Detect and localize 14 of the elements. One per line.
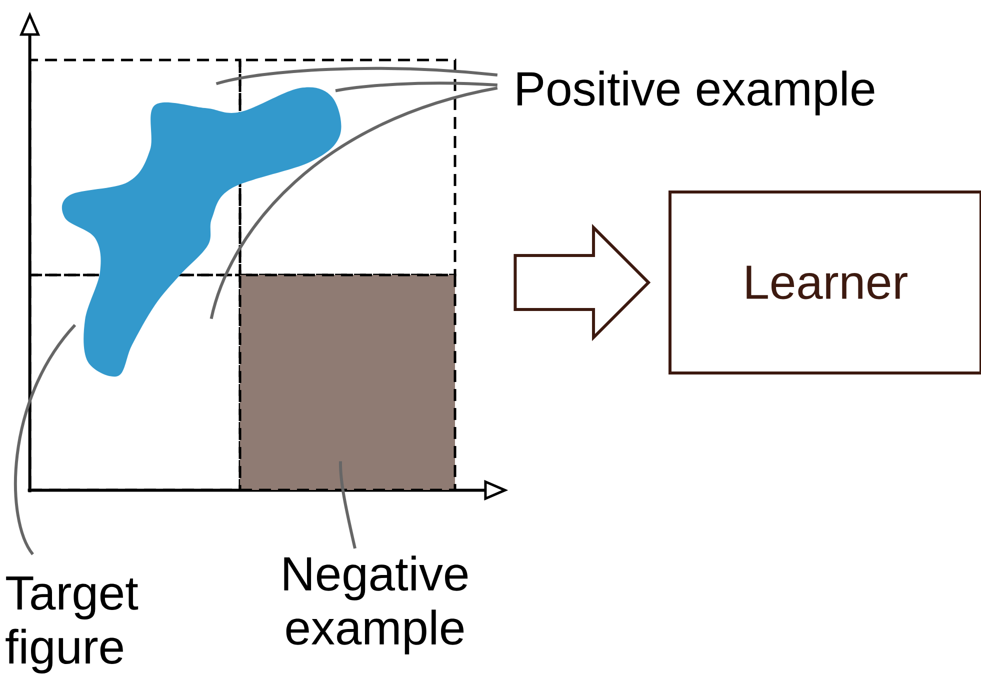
blob-shape <box>62 87 342 377</box>
grid-cell <box>28 274 242 492</box>
label-text: Positive example <box>518 70 874 116</box>
leader-line <box>335 82 498 92</box>
leader-line <box>210 86 498 320</box>
label-text: Target figure <box>6 576 138 674</box>
block-arrow <box>514 224 651 342</box>
leader-line <box>339 461 356 549</box>
leader-line <box>216 66 498 86</box>
label-text: Negative example <box>284 556 468 654</box>
shaded-cell <box>238 274 456 492</box>
process-box: Learner <box>668 190 981 374</box>
grid-cell <box>238 58 456 276</box>
leader-line <box>14 324 76 556</box>
